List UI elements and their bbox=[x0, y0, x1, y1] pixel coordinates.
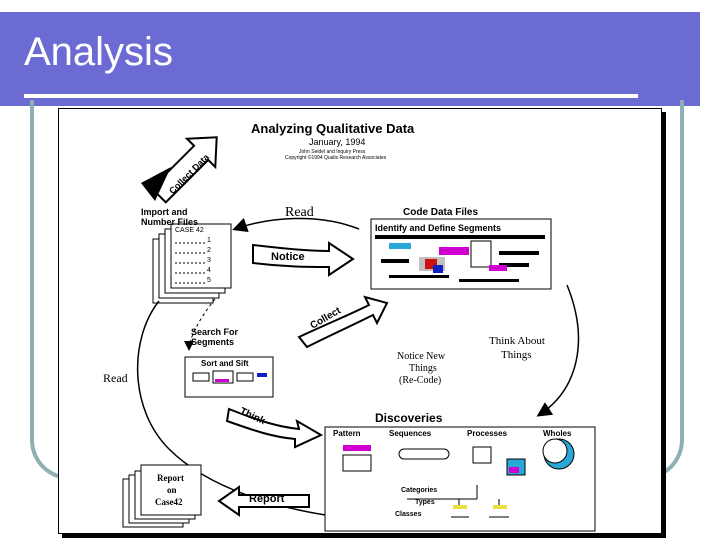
diagram-date: January, 1994 bbox=[309, 137, 366, 147]
disc-sequences: Sequences bbox=[389, 429, 432, 438]
read-top-arrow bbox=[232, 217, 360, 233]
case-files-stack bbox=[152, 223, 232, 304]
disc-wholes: Wholes bbox=[543, 429, 572, 438]
disc-pattern: Pattern bbox=[333, 429, 361, 438]
think-arrow bbox=[225, 407, 324, 449]
dashed-down-arrow bbox=[184, 298, 216, 351]
read-top-label: Read bbox=[285, 205, 314, 220]
diagram-graphics bbox=[122, 136, 596, 532]
collect-data-arrowhead bbox=[141, 167, 171, 201]
analysis-diagram: Analyzing Qualitative Data January, 1994… bbox=[58, 108, 662, 534]
slide-header: Analysis bbox=[0, 0, 720, 106]
diagram-credit-1: John Seidel and Inquiry Press bbox=[299, 149, 366, 155]
collect-arrow bbox=[297, 295, 389, 349]
code-title: Code Data Files bbox=[403, 207, 479, 218]
notice-arrow bbox=[252, 241, 355, 277]
notice-label: Notice bbox=[271, 251, 305, 263]
diagram-credit-2: Copyright ©1994 Qualis Research Associat… bbox=[285, 155, 387, 161]
code-data-screen bbox=[370, 218, 552, 290]
case-line: 4 bbox=[207, 267, 211, 274]
read-left-label: Read bbox=[103, 371, 128, 385]
types-label: Types bbox=[415, 499, 435, 506]
search-label-1: Search For bbox=[191, 327, 239, 337]
report-doc-2: on bbox=[167, 485, 177, 495]
header-underline bbox=[24, 94, 638, 98]
notice-new-3: (Re-Code) bbox=[399, 375, 442, 386]
import-label-2: Number Files bbox=[141, 217, 199, 227]
case-line: 2 bbox=[207, 247, 211, 254]
sort-sift-label: Sort and Sift bbox=[201, 359, 249, 368]
report-doc-3: Case42 bbox=[155, 497, 183, 507]
discoveries-title: Discoveries bbox=[375, 411, 443, 425]
collect-data-arrow bbox=[150, 136, 218, 204]
case-line: 5 bbox=[207, 277, 211, 284]
report-arrow-label: Report bbox=[249, 493, 285, 505]
notice-new-2: Things bbox=[409, 363, 437, 374]
header-band bbox=[0, 12, 700, 106]
case-line: 3 bbox=[207, 257, 211, 264]
case-line: 1 bbox=[207, 237, 211, 244]
code-subtitle: Identify and Define Segments bbox=[375, 223, 502, 233]
think-about-2: Things bbox=[501, 349, 532, 361]
diagram-title: Analyzing Qualitative Data bbox=[251, 121, 415, 136]
classes-label: Classes bbox=[395, 511, 422, 518]
report-doc-1: Report bbox=[157, 473, 184, 483]
report-arrow bbox=[217, 485, 310, 517]
disc-processes: Processes bbox=[467, 429, 508, 438]
slide-title: Analysis bbox=[24, 30, 173, 74]
case-header: CASE 42 bbox=[175, 227, 204, 234]
sort-sift-screen bbox=[184, 356, 274, 398]
categories-label: Categories bbox=[401, 487, 438, 494]
report-document-stack bbox=[122, 464, 202, 528]
notice-new-1: Notice New bbox=[397, 351, 446, 362]
import-label-1: Import and bbox=[141, 207, 188, 217]
discoveries-box bbox=[324, 426, 596, 532]
think-about-1: Think About bbox=[489, 335, 545, 347]
search-label-2: Segments bbox=[191, 337, 235, 347]
right-cycle-arc bbox=[536, 284, 580, 417]
